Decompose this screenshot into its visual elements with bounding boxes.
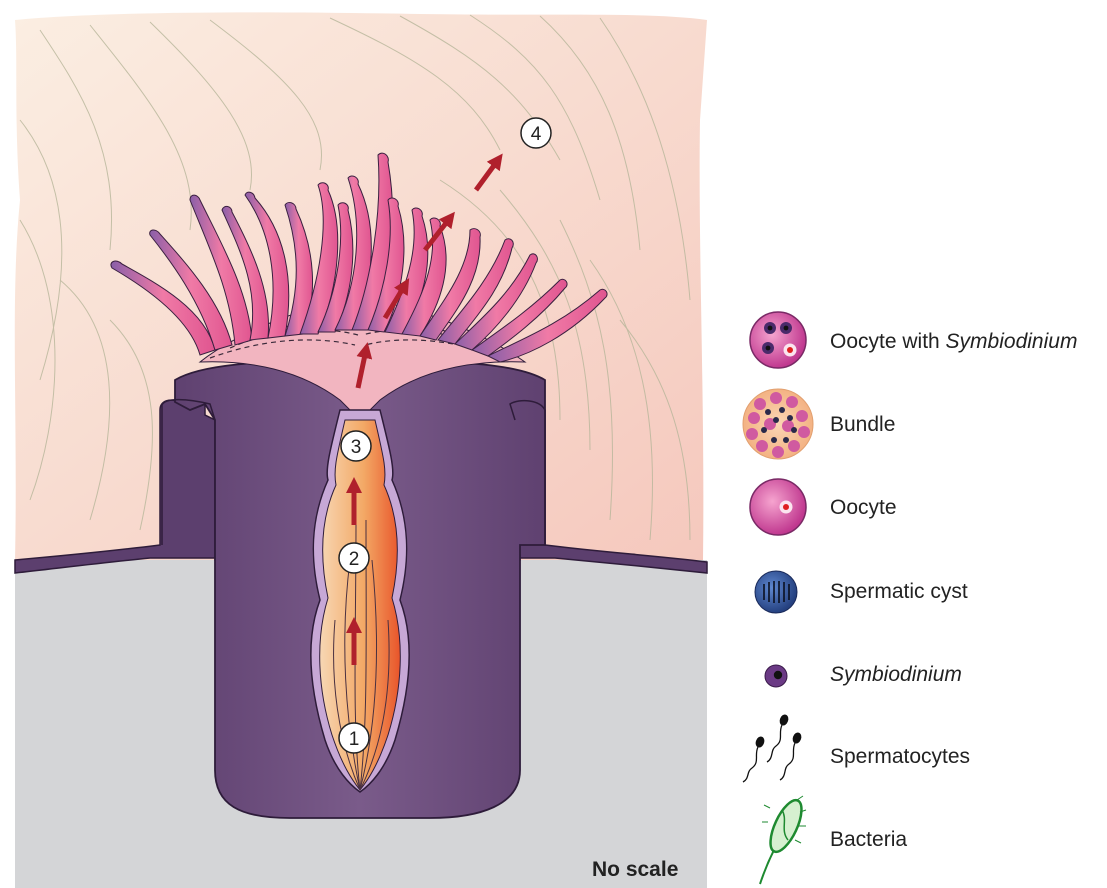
legend-label-bacteria: Bacteria: [830, 828, 907, 852]
legend-label-symbiodinium: Symbiodinium: [830, 663, 962, 687]
legend-label-spermatic-cyst: Spermatic cyst: [830, 580, 968, 604]
oocyte-with-symbiodinium-icon: [750, 312, 806, 368]
oocyte-icon: [750, 479, 806, 535]
step-4-label: 4: [531, 124, 542, 145]
spermatocytes-icon: [743, 714, 802, 782]
bundle-icon: [743, 389, 813, 459]
step-2-marker: 2: [339, 543, 369, 573]
bacteria-icon: [760, 796, 808, 884]
symbiodinium-icon: [765, 665, 787, 687]
legend-label-oocyte: Oocyte: [830, 496, 897, 520]
legend-label-bundle: Bundle: [830, 413, 895, 437]
spermatic-cyst-icon: [755, 571, 797, 613]
legend-label-spermatocytes: Spermatocytes: [830, 745, 970, 769]
step-1-marker: 1: [339, 723, 369, 753]
step-2-label: 2: [349, 549, 360, 570]
legend-label-oocyte-with-symbiodinium: Oocyte with Symbiodinium: [830, 330, 1077, 354]
step-4-marker: 4: [521, 118, 551, 148]
step-1-label: 1: [349, 729, 360, 750]
no-scale-note: No scale: [592, 858, 678, 882]
step-3-label: 3: [351, 437, 362, 458]
step-3-marker: 3: [341, 431, 371, 461]
